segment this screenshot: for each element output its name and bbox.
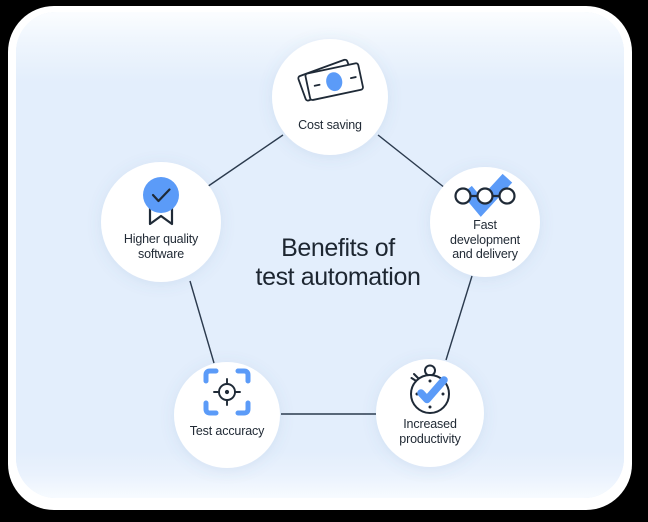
badge-check-icon: [143, 177, 179, 226]
connector-fast-development-to-increased-productivity: [445, 275, 473, 361]
connector-lines: [189, 134, 473, 415]
connector-cost-saving-to-fast-development: [377, 134, 446, 189]
node-circle-higher-quality-software[interactable]: [101, 162, 221, 282]
focus-target-icon: [203, 368, 251, 416]
connector-higher-quality-to-cost-saving: [203, 134, 284, 190]
stopwatch-check-icon: [410, 364, 450, 414]
node-circle-test-accuracy[interactable]: [174, 362, 280, 468]
banknotes-icon: [297, 58, 364, 102]
diagram-card: Cost saving Fast development and deliver…: [8, 6, 632, 510]
node-circle-fast-development-and-delivery[interactable]: [430, 167, 540, 277]
pipeline-check-icon: [454, 173, 516, 217]
connector-test-accuracy-to-higher-quality: [189, 280, 215, 364]
diagram-center-title: Benefits of test automation: [255, 234, 421, 291]
benefits-pentagon-diagram: [101, 39, 540, 468]
